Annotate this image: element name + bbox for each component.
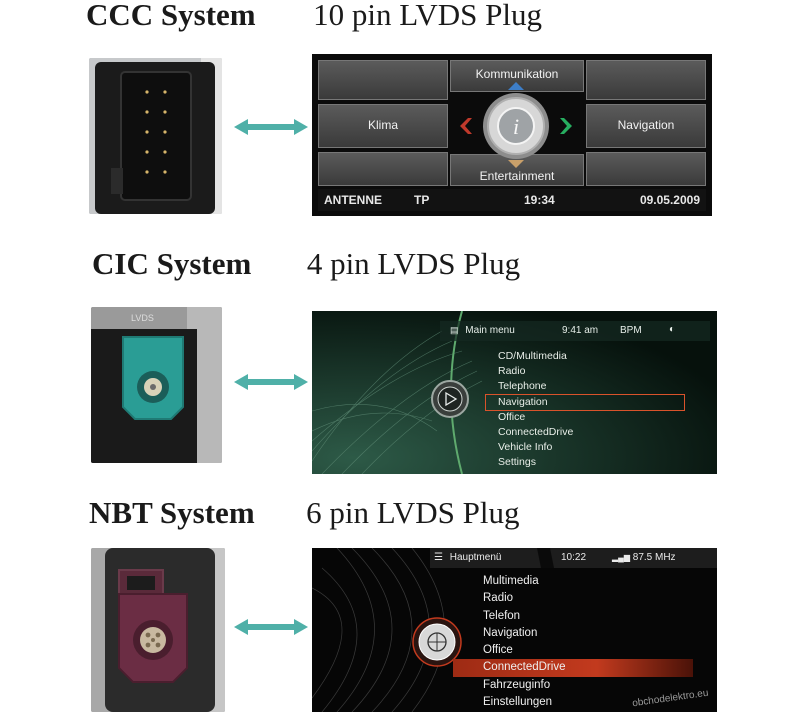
cic-menu-item[interactable]: Radio: [498, 365, 526, 378]
cic-menu-list: CD/Multimedia Radio Telephone Navigation…: [485, 349, 685, 471]
ccc-screen: Klima Navigation Kommunikation Entertain…: [312, 54, 712, 216]
nbt-screen: ☰ Hauptmenü 10:22 ▂▄▆ 87.5 MHz Multimedi…: [312, 548, 717, 712]
nbt-menu-item[interactable]: Multimedia: [483, 575, 539, 587]
nbt-menu-item[interactable]: Fahrzeuginfo: [483, 678, 551, 691]
ccc-entertainment-label: Entertainment: [479, 169, 555, 183]
svg-text:i: i: [513, 114, 519, 139]
cic-plug-title: 4 pin LVDS Plug: [306, 246, 521, 281]
cic-menu-item[interactable]: ConnectedDrive: [498, 425, 574, 438]
ccc-kommunikation-label: Kommunikation: [475, 67, 559, 81]
cic-controller-icon[interactable]: [430, 379, 470, 419]
cic-header-title: Main menu: [465, 325, 515, 336]
cic-heading: CIC System 4 pin LVDS Plug: [92, 246, 520, 282]
nbt-freq-row: ▂▄▆ 87.5 MHz: [612, 552, 676, 563]
cic-plug-photo: LVDS: [91, 307, 222, 463]
nbt-menu-item[interactable]: Office: [483, 644, 513, 657]
nbt-signal-icon: ▂▄▆: [612, 553, 630, 562]
ccc-panel-bl: [318, 152, 448, 186]
ccc-panel-tr: [586, 60, 706, 100]
nbt-menu-item[interactable]: Navigation: [483, 626, 538, 639]
ccc-panel-entertainment[interactable]: Entertainment: [450, 154, 584, 186]
nbt-background-graphic: [312, 548, 717, 712]
cic-menu-item[interactable]: CD/Multimedia: [498, 350, 567, 362]
nbt-plug-title: 6 pin LVDS Plug: [306, 495, 520, 530]
ccc-time: 19:34: [524, 193, 555, 207]
ccc-double-arrow-icon: [234, 119, 308, 135]
ccc-antenne-label: ANTENNE: [324, 193, 383, 207]
nbt-controller-icon[interactable]: [411, 616, 463, 668]
nbt-freq: 87.5 MHz: [632, 552, 676, 563]
nbt-menu-item[interactable]: Telefon: [483, 609, 521, 622]
nbt-connector-icon: [91, 548, 225, 712]
cic-menu-item[interactable]: Vehicle Info: [498, 441, 553, 454]
ccc-panel-br: [586, 152, 706, 186]
ccc-panel-klima[interactable]: Klima: [318, 104, 448, 148]
cic-status-icon: ◐: [669, 324, 676, 335]
ccc-plug-title: 10 pin LVDS Plug: [313, 0, 542, 32]
cic-menu-item-selected[interactable]: Navigation: [485, 393, 685, 411]
ccc-plug-photo: [89, 58, 222, 214]
ccc-system-title: CCC System: [86, 0, 256, 32]
nbt-double-arrow-icon: [234, 619, 308, 635]
cic-connector-icon: LVDS: [91, 307, 222, 463]
nbt-time: 10:22: [561, 552, 587, 563]
ccc-heading: CCC System 10 pin LVDS Plug: [86, 0, 542, 33]
cic-menu-icon: ▤: [450, 325, 459, 335]
nbt-menu-icon: ☰: [434, 552, 443, 563]
cic-double-arrow-icon: [234, 374, 308, 390]
nbt-menu-item-selected[interactable]: ConnectedDrive: [453, 659, 693, 677]
ccc-panel-navigation[interactable]: Navigation: [586, 104, 706, 148]
cic-station: BPM: [620, 325, 642, 336]
nbt-plug-photo: [91, 548, 225, 712]
cic-menu-item[interactable]: Office: [498, 410, 526, 423]
nbt-header: ☰ Hauptmenü: [434, 552, 501, 563]
cic-plug-label: LVDS: [131, 313, 154, 323]
ccc-status-bar: ANTENNE TP 19:34 09.05.2009: [318, 189, 706, 211]
cic-background-graphic: [312, 311, 717, 474]
cic-system-title: CIC System: [92, 246, 252, 281]
cic-screen: ▤ Main menu 9:41 am BPM ◐ CD/Multimedia …: [312, 311, 717, 474]
ccc-panel-tl: [318, 60, 448, 100]
cic-menu-item[interactable]: Telephone: [498, 380, 547, 393]
nbt-menu-item[interactable]: Einstellungen: [483, 696, 553, 709]
nbt-header-title: Hauptmenü: [449, 552, 502, 563]
ccc-date: 09.05.2009: [639, 193, 700, 207]
nbt-menu-list: Multimedia Radio Telefon Navigation Offi…: [453, 573, 693, 711]
ccc-connector-icon: [89, 58, 222, 214]
ccc-panel-kommunikation[interactable]: Kommunikation: [450, 60, 584, 92]
cic-menu-item[interactable]: Settings: [498, 456, 536, 469]
nbt-heading: NBT System 6 pin LVDS Plug: [89, 495, 519, 531]
cic-header: ▤ Main menu: [450, 325, 515, 336]
ccc-controller-icon[interactable]: i: [450, 78, 582, 168]
ccc-klima-label: Klima: [367, 118, 398, 132]
ccc-navigation-label: Navigation: [617, 118, 675, 132]
cic-time: 9:41 am: [562, 325, 599, 336]
nbt-system-title: NBT System: [89, 495, 255, 530]
ccc-tp-label: TP: [414, 193, 430, 207]
nbt-menu-item[interactable]: Radio: [483, 592, 514, 605]
